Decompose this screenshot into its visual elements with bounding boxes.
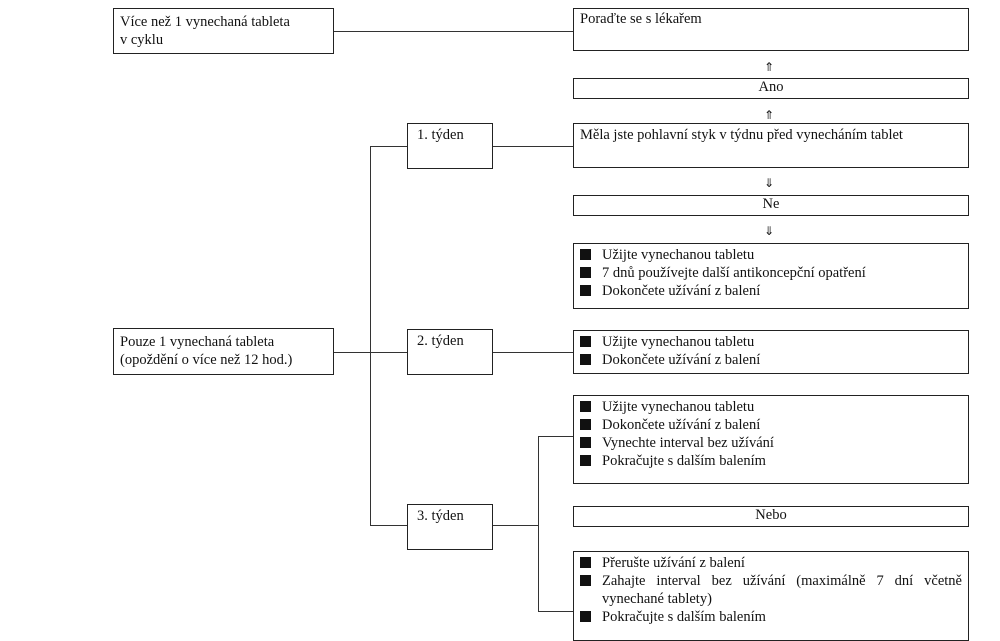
list-item: Přerušte užívání z balení [574,554,962,572]
list-item: 7 dnů používejte další antikoncepční opa… [574,264,962,282]
week1-box: 1. týden [407,123,493,169]
bullet-square-icon [580,401,591,412]
bullet-square-icon [580,419,591,430]
connector-split-vertical [538,436,540,612]
connector-single-to-branch [333,352,371,354]
connector-branch-to-week1 [370,146,407,148]
bullet-square-icon [580,437,591,448]
or-box: Nebo [573,506,969,527]
bullet-square-icon [580,249,591,260]
list-item: Dokončete užívání z balení [574,282,962,300]
week1-instructions-list: Užijte vynechanou tabletu 7 dnů používej… [574,246,962,300]
bullet-square-icon [580,267,591,278]
yes-label: Ano [758,79,784,95]
single-missed-line2: (opoždění o více než 12 hod.) [120,352,293,368]
list-item: Dokončete užívání z balení [574,351,962,369]
single-missed-box: Pouze 1 vynechaná tableta (opoždění o ví… [113,328,334,375]
no-label: Ne [762,196,780,212]
consult-doctor-text: Poraďte se s lékařem [580,11,702,27]
question-box: Měla jste pohlavní styk v týdnu před vyn… [573,123,969,168]
week3-option-b-box: Přerušte užívání z balení Zahajte interv… [573,551,969,641]
week3-box: 3. týden [407,504,493,550]
arrow-up-icon: ⇑ [763,108,775,122]
list-item: Vynechte interval bez užívání [574,434,962,452]
week2-instructions-box: Užijte vynechanou tabletu Dokončete užív… [573,330,969,374]
week3-option-a-box: Užijte vynechanou tabletu Dokončete užív… [573,395,969,484]
connector-split-to-list-a [538,436,573,438]
week2-instructions-list: Užijte vynechanou tabletu Dokončete užív… [574,333,962,369]
connector-split-to-list-b [538,611,573,613]
list-item: Dokončete užívání z balení [574,416,962,434]
bullet-square-icon [580,455,591,466]
week3-option-b-list: Přerušte užívání z balení Zahajte interv… [574,554,962,626]
question-text: Měla jste pohlavní styk v týdnu před vyn… [580,127,903,143]
bullet-square-icon [580,336,591,347]
yes-box: Ano [573,78,969,99]
connector-branch-vertical [370,146,372,525]
week2-label: 2. týden [417,333,464,349]
list-item: Užijte vynechanou tabletu [574,398,962,416]
list-item: Zahajte interval bez užívání (maximálně … [574,572,962,608]
bullet-square-icon [580,354,591,365]
connector-branch-to-week3 [370,525,407,527]
week2-box: 2. týden [407,329,493,375]
connector-week2-to-list [492,352,573,354]
no-box: Ne [573,195,969,216]
or-label: Nebo [755,507,787,523]
week1-instructions-box: Užijte vynechanou tabletu 7 dnů používej… [573,243,969,309]
list-item: Užijte vynechanou tabletu [574,333,962,351]
arrow-down-icon: ⇓ [763,224,775,238]
connector-week3-to-split [492,525,539,527]
arrow-up-icon: ⇑ [763,60,775,74]
single-missed-line1: Pouze 1 vynechaná tableta [120,334,275,350]
bullet-square-icon [580,557,591,568]
connector-multi-to-consult [333,31,573,33]
connector-branch-to-week2 [370,352,407,354]
multiple-missed-box: Více než 1 vynechaná tableta v cyklu [113,8,334,54]
bullet-square-icon [580,611,591,622]
connector-week1-to-question [492,146,573,148]
week1-label: 1. týden [417,127,464,143]
list-item: Užijte vynechanou tabletu [574,246,962,264]
multiple-missed-line1: Více než 1 vynechaná tableta [120,14,290,30]
week3-option-a-list: Užijte vynechanou tabletu Dokončete užív… [574,398,962,470]
arrow-down-icon: ⇓ [763,176,775,190]
bullet-square-icon [580,575,591,586]
list-item: Pokračujte s dalším balením [574,452,962,470]
consult-doctor-box: Poraďte se s lékařem [573,8,969,51]
week3-label: 3. týden [417,508,464,524]
multiple-missed-line2: v cyklu [120,32,164,48]
bullet-square-icon [580,285,591,296]
list-item: Pokračujte s dalším balením [574,608,962,626]
